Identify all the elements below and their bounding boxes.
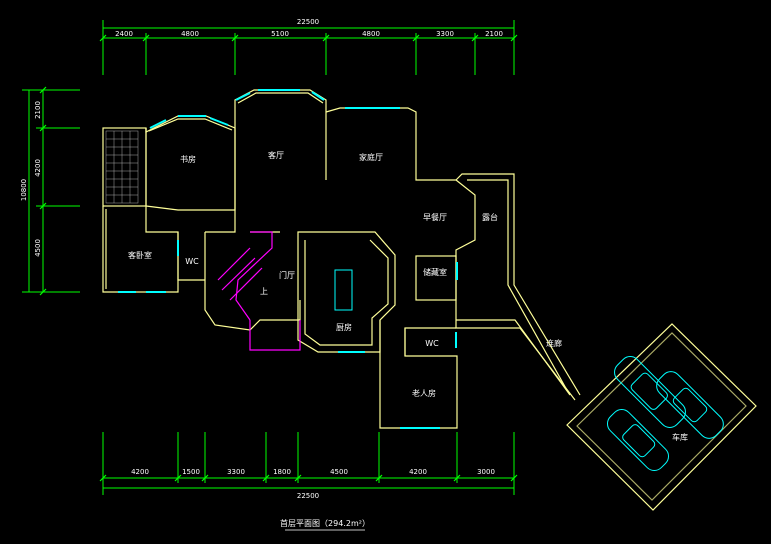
bottom-dimension-7: 3000 xyxy=(477,468,495,476)
bottom-overall-dimension: 22500 xyxy=(297,492,319,500)
room-label-garage: 车库 xyxy=(672,432,688,442)
top-dimension-2: 4800 xyxy=(181,30,199,38)
room-label-terrace: 露台 xyxy=(482,212,498,222)
top-dimension-4: 4800 xyxy=(362,30,380,38)
dimension-lines xyxy=(22,20,515,495)
kitchen-island xyxy=(334,269,353,311)
cars xyxy=(606,356,724,472)
bottom-dimension-2: 1500 xyxy=(182,468,200,476)
windows xyxy=(118,89,458,429)
room-label-guest: 客卧室 xyxy=(128,250,152,260)
left-dimension-3: 4500 xyxy=(34,239,42,257)
room-label-kitchen: 厨房 xyxy=(336,322,352,332)
room-label-storage: 储藏室 xyxy=(423,267,447,277)
left-dimension-1: 2100 xyxy=(34,101,42,119)
room-label-study: 书房 xyxy=(180,154,196,164)
dimension-ticks xyxy=(39,34,518,482)
bottom-dimension-5: 4500 xyxy=(330,468,348,476)
top-dimension-1: 2400 xyxy=(115,30,133,38)
room-label-maid: 老人房 xyxy=(412,388,436,398)
top-dimension-6: 2100 xyxy=(485,30,503,38)
stairs xyxy=(217,231,301,351)
stair-grid xyxy=(105,130,139,204)
stair-up-label: 上 xyxy=(260,287,268,296)
room-label-family: 家庭厅 xyxy=(359,152,383,162)
left-dimension-2: 4200 xyxy=(34,159,42,177)
room-label-living: 客厅 xyxy=(268,150,284,160)
top-dimension-5: 3300 xyxy=(436,30,454,38)
left-overall-dimension: 10800 xyxy=(20,179,28,201)
bottom-dimension-6: 4200 xyxy=(409,468,427,476)
top-overall-dimension: 22500 xyxy=(297,18,319,26)
bottom-dimension-1: 4200 xyxy=(131,468,149,476)
room-label-breakfast: 早餐厅 xyxy=(423,213,447,222)
top-dimension-3: 5100 xyxy=(271,30,289,38)
bottom-dimension-3: 3300 xyxy=(227,468,245,476)
bottom-dimension-4: 1800 xyxy=(273,468,291,476)
room-label-foyer: 门厅 xyxy=(279,270,295,280)
walls xyxy=(102,89,757,511)
room-label-wc-right: WC xyxy=(425,339,439,348)
room-label-wc-left: WC xyxy=(185,257,199,266)
room-label-corridor: 连廊 xyxy=(546,338,562,348)
drawing-title: 首层平面图（294.2m²） xyxy=(280,518,370,528)
